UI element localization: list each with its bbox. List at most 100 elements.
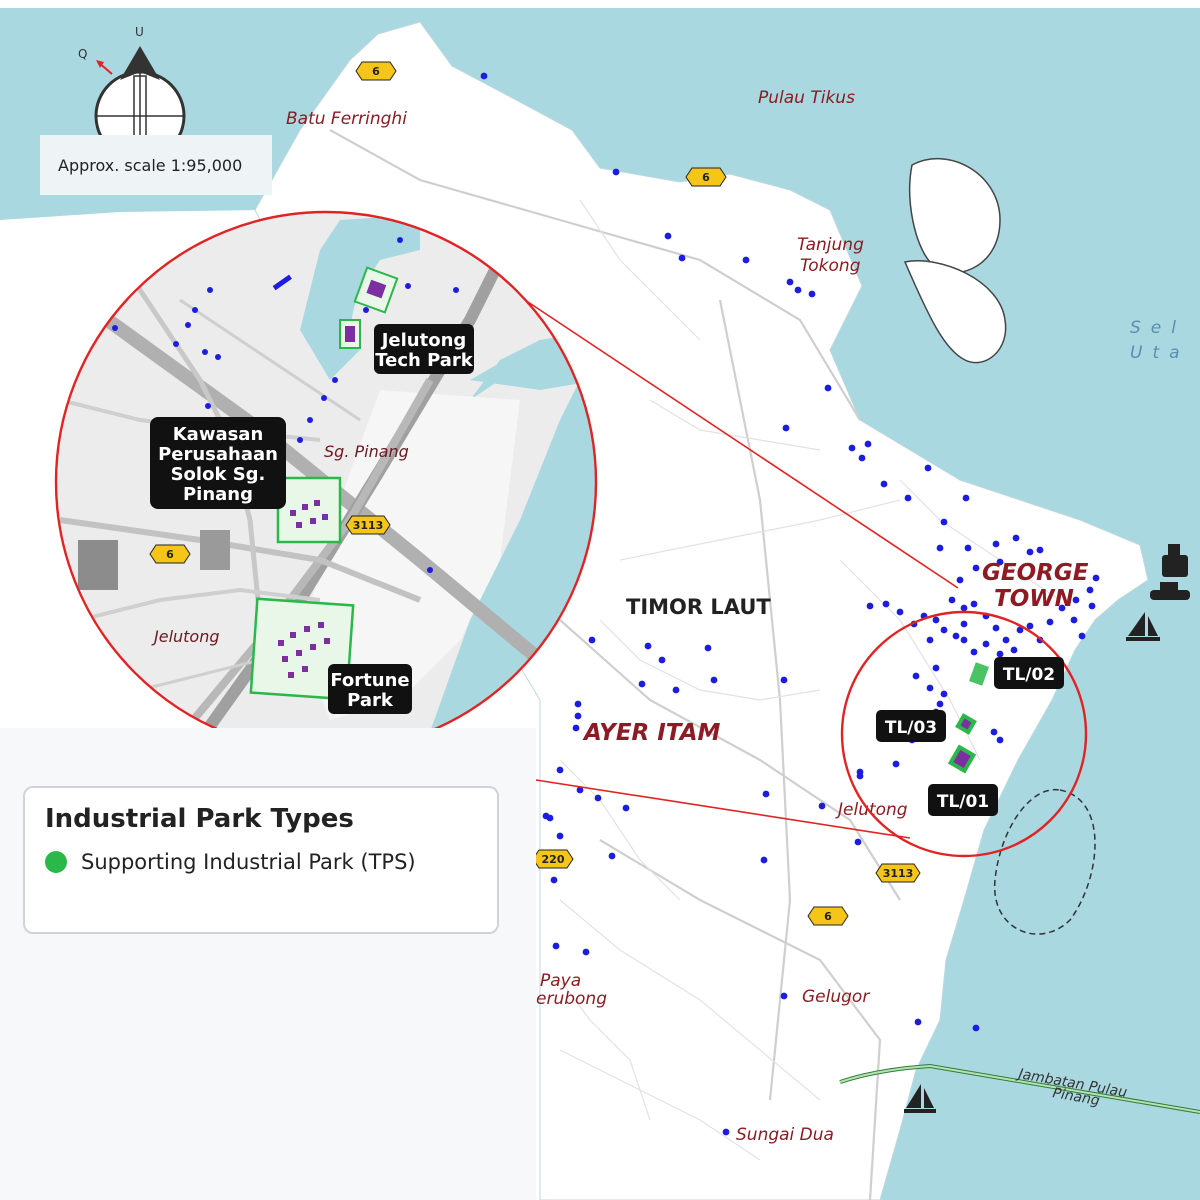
industrial-dot — [992, 540, 1000, 548]
industrial-dot — [1058, 604, 1066, 612]
tag-tl02-text: TL/02 — [1003, 665, 1055, 685]
inset-tag-kawasan[interactable]: Kawasan Perusahaan Solok Sg. Pinang — [150, 417, 286, 509]
industrial-dot — [990, 728, 998, 736]
inset-tag-jelutong-tech-park[interactable]: Jelutong Tech Park — [374, 324, 474, 374]
industrial-dot — [550, 876, 558, 884]
label-ayer-itam: AYER ITAM — [582, 720, 721, 746]
inset-park-kawasan[interactable] — [276, 476, 342, 544]
road-network — [329, 129, 1061, 1200]
tag-tl03[interactable]: TL/03 — [876, 710, 946, 742]
industrial-dot — [940, 690, 948, 698]
label-timor-laut: TIMOR LAUT — [626, 595, 771, 619]
label-jelutong: Jelutong — [835, 800, 908, 820]
industrial-dot — [964, 544, 972, 552]
shield-icon: 6 — [355, 61, 397, 81]
industrial-dot — [970, 648, 978, 656]
industrial-dot — [912, 672, 920, 680]
industrial-dot — [574, 712, 582, 720]
industrial-dot — [880, 480, 888, 488]
industrial-dot — [762, 790, 770, 798]
label-paya: Paya — [540, 971, 581, 991]
legend-item-tps[interactable]: Supporting Industrial Park (TPS) — [45, 850, 416, 874]
industrial-dot — [1086, 586, 1094, 594]
label-batu-ferringhi: Batu Ferringhi — [286, 109, 407, 129]
industrial-dot — [818, 802, 826, 810]
industrial-dot — [892, 760, 900, 768]
label-tokong: Tokong — [800, 256, 861, 276]
label-gelugor: Gelugor — [802, 987, 870, 1007]
shield-icon: 220 — [532, 849, 574, 869]
inset-park-fortune[interactable] — [249, 597, 355, 701]
inset-road-6: 6 — [166, 548, 174, 561]
industrial-dot — [940, 626, 948, 634]
industrial-dot — [1026, 622, 1034, 630]
road-3113: 3113 — [883, 867, 914, 880]
place-labels: Batu Ferringhi Pulau Tikus Tanjung Tokon… — [286, 88, 1190, 1145]
tag-tl01[interactable]: TL/01 — [928, 784, 998, 816]
industrial-dot — [962, 494, 970, 502]
industrial-dot — [672, 686, 680, 694]
industrial-dot — [644, 642, 652, 650]
industrial-dot — [1092, 574, 1100, 582]
industrial-dot — [1078, 632, 1086, 640]
industrial-dot — [556, 832, 564, 840]
industrial-dot — [866, 602, 874, 610]
industrial-dot — [932, 664, 940, 672]
industrial-dot — [882, 600, 890, 608]
industrial-dot — [1012, 534, 1020, 542]
industrial-dot — [664, 232, 672, 240]
industrial-dot — [582, 948, 590, 956]
industrial-dot — [638, 680, 646, 688]
tps-park-tl02[interactable] — [969, 662, 989, 686]
industrial-dot — [556, 766, 564, 774]
legend-item-label: Supporting Industrial Park (TPS) — [81, 850, 416, 874]
industrial-dot — [1036, 546, 1044, 554]
ship-icon — [1150, 544, 1190, 600]
industrial-dot — [848, 444, 856, 452]
industrial-dot — [794, 286, 802, 294]
shield-icon: 6 — [149, 544, 191, 564]
shield-icon: 3113 — [875, 863, 921, 883]
label-tanjung: Tanjung — [797, 235, 864, 255]
industrial-dot — [546, 814, 554, 822]
inset-tag-jelutong-tech-1: Jelutong — [380, 330, 467, 351]
industrial-dot — [960, 620, 968, 628]
road-6-south: 6 — [824, 910, 832, 923]
industrial-dot — [896, 608, 904, 616]
industrial-dot — [856, 772, 864, 780]
inset-road-3113: 3113 — [353, 519, 384, 532]
industrial-dot — [854, 838, 862, 846]
legend-title: Industrial Park Types — [45, 804, 354, 834]
label-sea-2: Uta — [1130, 343, 1190, 363]
tag-tl01-text: TL/01 — [937, 792, 989, 812]
industrial-dot — [1002, 636, 1010, 644]
industrial-dot — [982, 640, 990, 648]
industrial-dot — [1046, 618, 1054, 626]
tag-tl02[interactable]: TL/02 — [994, 657, 1064, 689]
industrial-dot — [992, 624, 1000, 632]
inset-tag-fortune-park[interactable]: Fortune Park — [328, 664, 412, 714]
industrial-dot — [864, 440, 872, 448]
label-sungai-dua: Sungai Dua — [736, 1125, 834, 1145]
sailboat-icon — [1126, 612, 1160, 641]
scale-label: Approx. scale 1:95,000 — [58, 155, 243, 175]
label-sea-1: Sel — [1130, 318, 1186, 338]
industrial-dot — [926, 684, 934, 692]
industrial-dot — [1016, 626, 1024, 634]
scale-box: Approx. scale 1:95,000 — [40, 135, 272, 195]
industrial-dot — [926, 636, 934, 644]
dashed-zone — [994, 789, 1096, 935]
industrial-dot — [972, 1024, 980, 1032]
legend-swatch-green — [45, 851, 67, 873]
compass-north-letter: U — [135, 25, 144, 39]
bridge — [839, 1063, 1200, 1114]
industrial-dot — [780, 676, 788, 684]
road-220: 220 — [542, 853, 565, 866]
label-terubong: erubong — [536, 989, 607, 1009]
shield-icon: 6 — [685, 167, 727, 187]
tps-parks-main — [947, 662, 989, 774]
industrial-dot — [970, 600, 978, 608]
industrial-dot — [1010, 646, 1018, 654]
zoom-circle[interactable] — [840, 610, 1088, 858]
industrial-dot — [594, 794, 602, 802]
